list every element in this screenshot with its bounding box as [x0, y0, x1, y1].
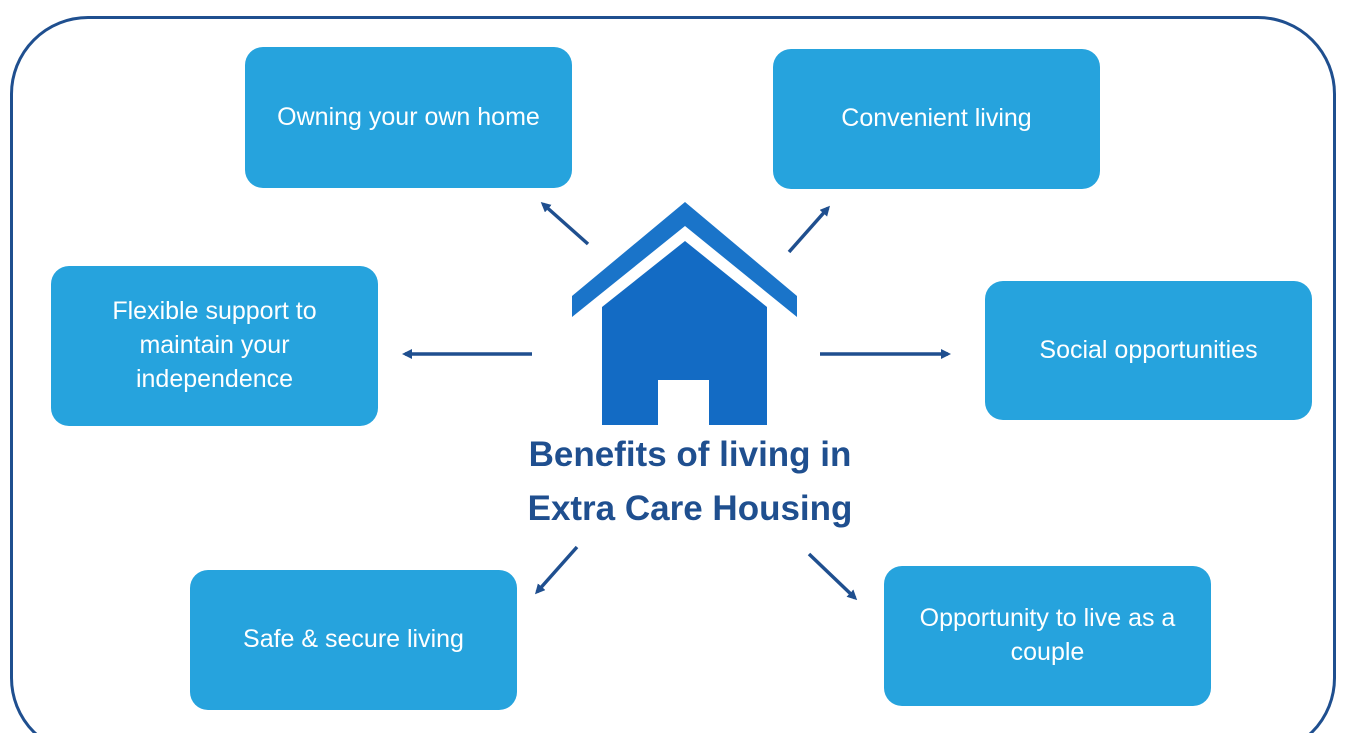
arrow-to-convenient — [787, 205, 830, 254]
benefit-owning-home: Owning your own home — [245, 47, 572, 188]
benefit-convenient-living: Convenient living — [773, 49, 1100, 189]
benefit-label: Flexible support to maintain your indepe… — [112, 297, 317, 393]
arrow-to-owning — [540, 202, 590, 246]
center-title: Benefits of living in Extra Care Housing — [470, 428, 910, 537]
benefit-label: Social opportunities — [1039, 335, 1258, 364]
benefit-social-opportunities: Social opportunities — [985, 281, 1312, 420]
benefit-live-as-couple: Opportunity to live as a couple — [884, 566, 1211, 706]
center-title-line1: Benefits of living in — [528, 435, 852, 474]
center-title-line2: Extra Care Housing — [527, 489, 853, 529]
rounded-frame — [10, 16, 1336, 733]
arrow-to-safe — [535, 545, 579, 595]
benefit-flexible-support: Flexible support to maintain your indepe… — [51, 266, 378, 426]
benefit-label: Owning your own home — [277, 102, 540, 131]
benefit-label: Opportunity to live as a couple — [919, 604, 1176, 666]
benefit-label: Convenient living — [841, 104, 1032, 133]
arrow-to-couple — [807, 552, 858, 601]
benefit-safe-secure-living: Safe & secure living — [190, 570, 517, 710]
benefit-label: Safe & secure living — [243, 625, 464, 654]
